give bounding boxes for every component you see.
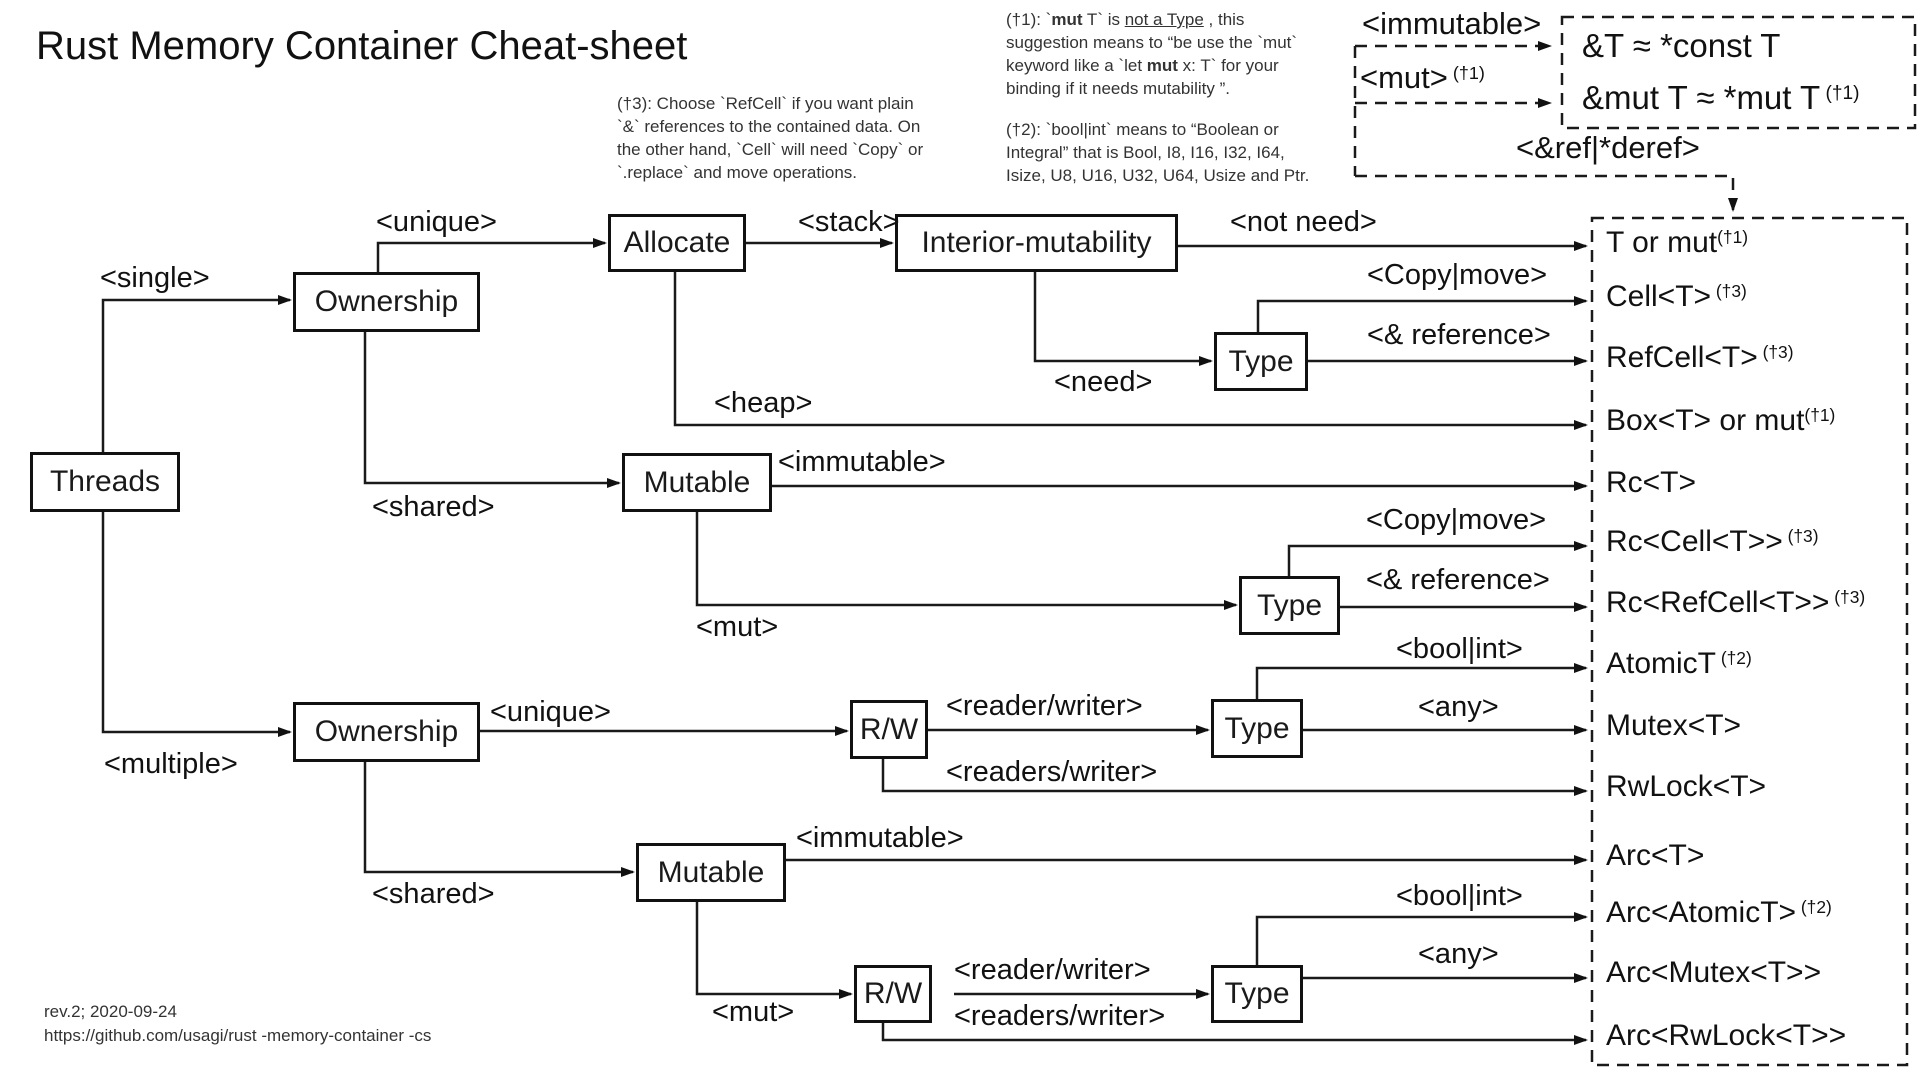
- label-ref-deref: <&ref|*deref>: [1516, 130, 1700, 165]
- edge-dashed-ref-deref: [1355, 174, 1738, 212]
- node-threads: Threads: [30, 452, 180, 512]
- edge-label-readers-writer-bottom: <readers/writer>: [954, 1000, 1166, 1032]
- result-cell: Cell<T> (†3): [1606, 280, 1747, 313]
- label-immutable-dashed: <immutable>: [1362, 6, 1542, 41]
- node-type-2: Type: [1239, 576, 1340, 635]
- note-line: `.replace` and move operations.: [617, 163, 858, 182]
- note-line: binding if it needs mutability ”.: [1006, 79, 1230, 98]
- edge-bool-int-top: [1255, 663, 1588, 699]
- edge-shared-top: [363, 332, 621, 488]
- note-line: Isize, U8, U16, U32, U64, Usize and Ptr.: [1006, 166, 1310, 185]
- edge-label-unique-bottom: <unique>: [490, 696, 611, 728]
- result-t-or-mut: T or mut(†1): [1606, 226, 1749, 259]
- note-line: keyword like a `let mut x: T` for your: [1006, 56, 1279, 75]
- result-arc-atomic: Arc<AtomicT> (†2): [1606, 896, 1832, 929]
- note-dagger-1: (†1): `mut T` is not a Type , this sugge…: [1006, 8, 1297, 100]
- result-refcell: RefCell<T> (†3): [1606, 341, 1794, 374]
- results-box-border: [1590, 216, 1909, 1067]
- edge-label-need: <need>: [1054, 366, 1153, 398]
- edge-copy-move-top: [1256, 296, 1588, 332]
- edge-multiple: [101, 512, 292, 737]
- edge-label-copy-move-mid: <Copy|move>: [1366, 504, 1547, 536]
- result-arc-rwlock: Arc<RwLock<T>>: [1606, 1019, 1847, 1052]
- note-line: (†2): `bool|int` means to “Boolean or: [1006, 120, 1279, 139]
- edge-label-mut-top: <mut>: [696, 611, 779, 643]
- edge-label-reference-top: <& reference>: [1367, 319, 1551, 351]
- result-atomic: AtomicT (†2): [1606, 647, 1752, 680]
- edge-readers-writer-top: [881, 759, 1588, 796]
- edge-label-copy-move-top: <Copy|move>: [1367, 259, 1548, 291]
- edge-need: [1033, 272, 1213, 366]
- note-line: Integral” that is Bool, I8, I16, I32, I6…: [1006, 143, 1285, 162]
- node-allocate: Allocate: [608, 214, 746, 272]
- page-title: Rust Memory Container Cheat-sheet: [36, 24, 688, 68]
- note-line: `&` references to the contained data. On: [617, 117, 921, 136]
- equivalence-mut-t: &mut T ≈ *mut T (†1): [1582, 79, 1860, 116]
- edge-heap: [673, 272, 1588, 430]
- result-rwlock: RwLock<T>: [1606, 770, 1767, 803]
- note-line: (†1): `mut T` is not a Type , this: [1006, 10, 1245, 29]
- node-ownership-bottom: Ownership: [293, 702, 480, 762]
- node-rw-top: R/W: [850, 700, 928, 759]
- edge-shared-bottom: [363, 762, 635, 877]
- source-url-text: https://github.com/usagi/rust -memory-co…: [44, 1026, 432, 1045]
- edge-label-shared-bottom: <shared>: [372, 878, 495, 910]
- edge-single: [101, 295, 292, 452]
- note-dagger-3: (†3): Choose `RefCell` if you want plain…: [617, 92, 923, 184]
- note-line: suggestion means to “be use the `mut`: [1006, 33, 1298, 52]
- edge-label-shared-top: <shared>: [372, 491, 495, 523]
- node-type-4: Type: [1211, 965, 1303, 1023]
- result-rc: Rc<T>: [1606, 466, 1697, 499]
- edge-label-bool-int-bottom: <bool|int>: [1396, 880, 1523, 912]
- edge-label-mut-bottom: <mut>: [712, 996, 795, 1028]
- node-type-1: Type: [1214, 332, 1308, 391]
- edge-readers-writer-bottom: [881, 1023, 1588, 1045]
- edge-label-reader-writer-bottom: <reader/writer>: [954, 954, 1151, 986]
- note-line: the other hand, `Cell` will need `Copy` …: [617, 140, 924, 159]
- edge-label-bool-int-top: <bool|int>: [1396, 633, 1523, 665]
- edge-copy-move-mid: [1287, 541, 1588, 576]
- node-type-3: Type: [1211, 699, 1303, 758]
- edge-mut-bottom: [695, 902, 853, 999]
- label-mut-dashed: <mut> (†1): [1360, 60, 1485, 95]
- equivalence-const-t: &T ≈ *const T: [1582, 27, 1781, 64]
- edge-label-single: <single>: [100, 262, 210, 294]
- result-mutex: Mutex<T>: [1606, 709, 1742, 742]
- result-rc-cell: Rc<Cell<T>> (†3): [1606, 525, 1819, 558]
- edge-label-any-top: <any>: [1418, 691, 1499, 723]
- node-interior-mutability: Interior-mutability: [895, 214, 1178, 272]
- edge-label-reference-mid: <& reference>: [1366, 564, 1550, 596]
- edge-label-unique-top: <unique>: [376, 206, 497, 238]
- node-mutable-top: Mutable: [622, 453, 772, 512]
- edge-label-multiple: <multiple>: [104, 748, 238, 780]
- note-dagger-2: (†2): `bool|int` means to “Boolean or In…: [1006, 118, 1309, 187]
- edge-label-stack: <stack>: [798, 206, 900, 238]
- node-ownership-top: Ownership: [293, 272, 480, 332]
- edge-label-any-bottom: <any>: [1418, 938, 1499, 970]
- node-mutable-bottom: Mutable: [636, 843, 786, 902]
- edge-label-immutable-top: <immutable>: [778, 446, 946, 478]
- revision-text: rev.2; 2020-09-24: [44, 1002, 177, 1021]
- edge-label-not-need: <not need>: [1230, 206, 1377, 238]
- equivalence-box-border: [1560, 15, 1917, 130]
- result-rc-refcell: Rc<RefCell<T>> (†3): [1606, 586, 1866, 619]
- edge-bool-int-bottom: [1255, 912, 1588, 965]
- result-arc: Arc<T>: [1606, 839, 1705, 872]
- note-line: (†3): Choose `RefCell` if you want plain: [617, 94, 914, 113]
- result-arc-mutex: Arc<Mutex<T>>: [1606, 956, 1822, 989]
- result-box-or-mut: Box<T> or mut(†1): [1606, 404, 1836, 437]
- edge-unique-top: [376, 238, 607, 272]
- edge-label-reader-writer-top: <reader/writer>: [946, 690, 1143, 722]
- edge-label-readers-writer-top: <readers/writer>: [946, 756, 1158, 788]
- edge-mut-top: [695, 512, 1238, 610]
- edge-label-immutable-bottom: <immutable>: [796, 822, 964, 854]
- node-rw-bottom: R/W: [854, 965, 932, 1023]
- edge-label-heap: <heap>: [714, 387, 813, 419]
